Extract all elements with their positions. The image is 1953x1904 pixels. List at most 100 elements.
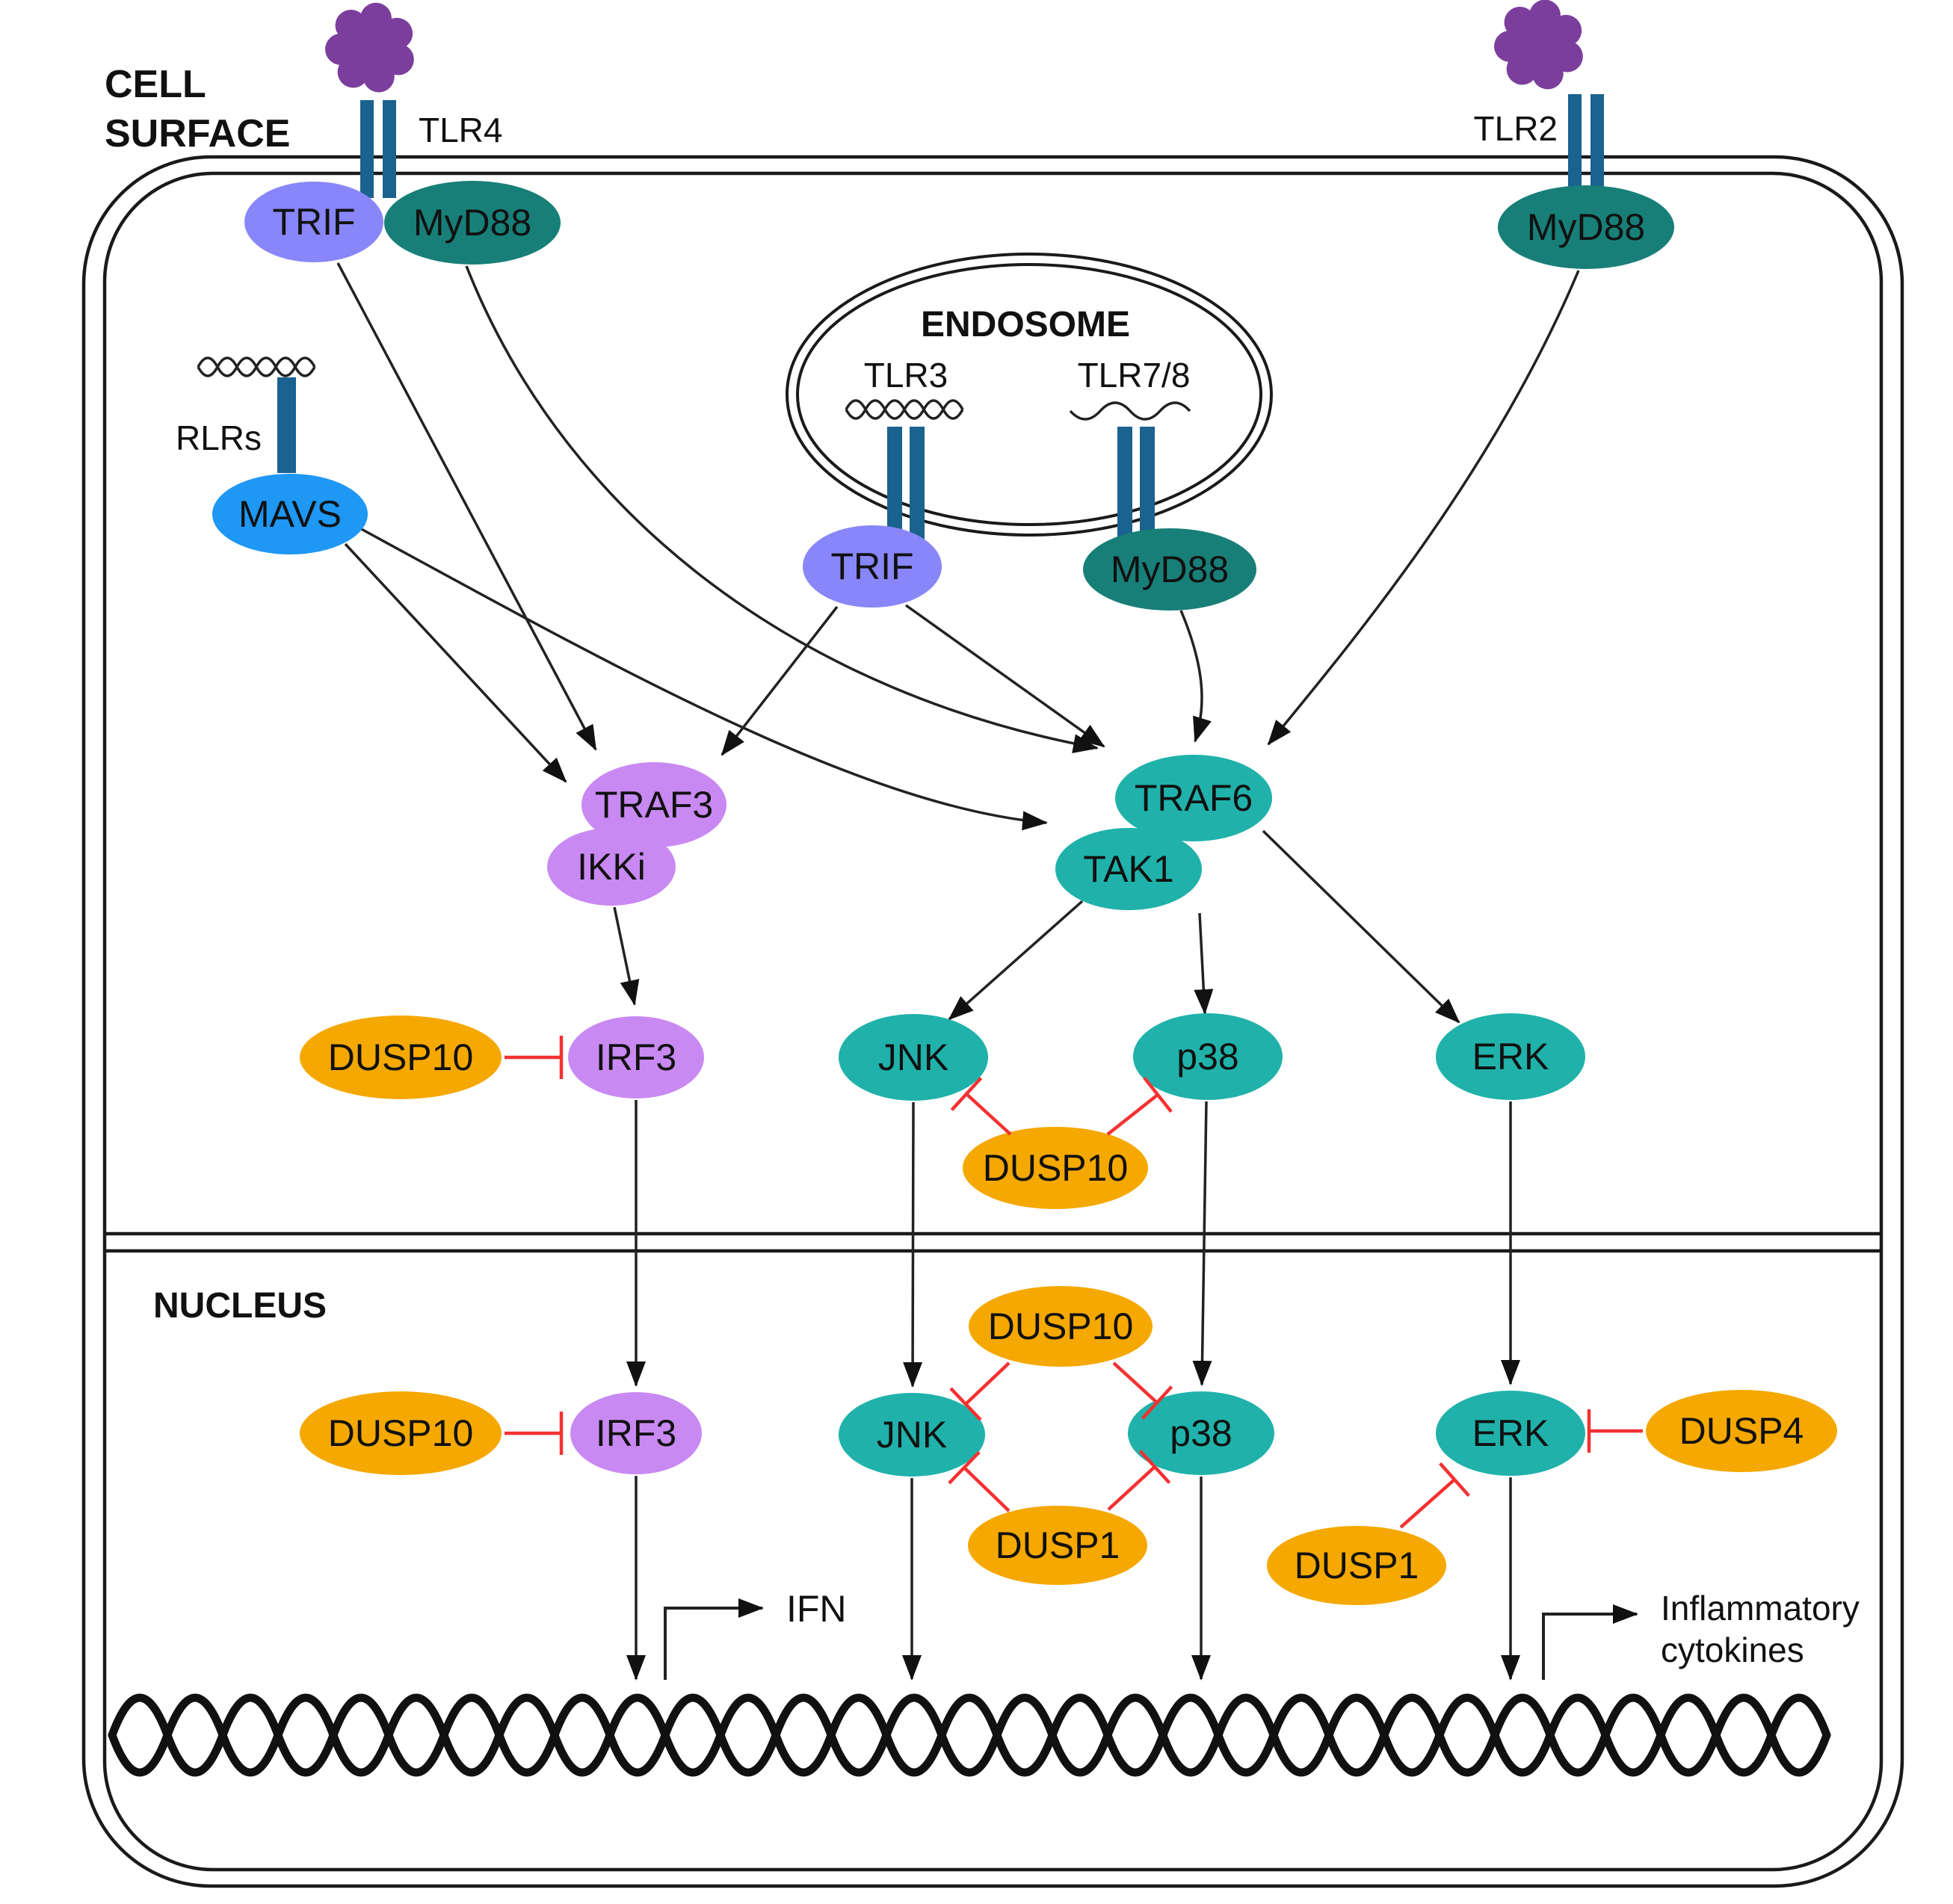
receptor-tlr4: TLR4	[325, 2, 502, 198]
arrow-trif-endosome-to-traf6	[904, 604, 1105, 748]
node-shape-traf6	[1115, 755, 1272, 841]
dusp1-inhibit-jnk-nuc	[948, 1450, 1011, 1512]
node-label-myd88-surface: MyD88	[413, 202, 531, 244]
node-label-tak1: TAK1	[1083, 848, 1173, 890]
node-shape-dusp10-nuc-left	[300, 1391, 502, 1475]
output-label-inflammatory-cytokines-output-line2: cytokines	[1661, 1631, 1804, 1669]
node-label-trif-endosome: TRIF	[830, 545, 913, 587]
dna-helix-strand-1	[108, 1693, 1831, 1777]
dsrna-coil-icon	[845, 399, 964, 420]
endosome-membrane-inner	[796, 263, 1262, 526]
node-erk-nuc: ERK	[1436, 1391, 1585, 1476]
dsrna-coil-icon	[197, 356, 316, 377]
arrow-mavs-to-traf3	[344, 543, 567, 783]
receptor-bar-tlr4-2	[383, 100, 396, 198]
node-dusp1-nuc-mid: DUSP1	[968, 1506, 1147, 1585]
node-label-myd88-endosome: MyD88	[1111, 548, 1229, 590]
node-dusp1-right: DUSP1	[1267, 1526, 1446, 1605]
inhibit-cap-icon	[948, 1450, 981, 1485]
node-label-myd88-tlr2: MyD88	[1527, 206, 1645, 248]
node-label-dusp10-nuc-top: DUSP10	[988, 1305, 1134, 1347]
transcription-arrow-icon	[664, 1598, 764, 1680]
node-mavs: MAVS	[212, 474, 368, 554]
dusp10-inhibit-irf3-nuc	[505, 1412, 564, 1455]
inhibit-cap-icon	[1141, 1385, 1173, 1420]
ssrna-wave-icon	[1069, 401, 1191, 421]
dna-helix-strand-2	[108, 1693, 1831, 1777]
node-shape-myd88-surface	[384, 181, 561, 265]
node-label-jnk-nuc: JNK	[877, 1414, 947, 1456]
node-jnk-cyto: JNK	[839, 1014, 988, 1101]
receptor-bar-tlr7-8-2	[1140, 427, 1155, 557]
node-label-traf3: TRAF3	[595, 784, 713, 826]
arrow-trif-surface-to-traf3	[336, 262, 597, 751]
node-label-dusp10-cyto-left: DUSP10	[328, 1036, 474, 1078]
receptor-rlrs: RLRs	[176, 356, 316, 473]
node-label-erk-nuc: ERK	[1472, 1412, 1549, 1454]
receptor-bar-tlr4-1	[360, 100, 374, 198]
node-shape-ikki	[547, 828, 676, 906]
receptor-label-tlr4: TLR4	[419, 111, 502, 149]
dusp10-inhibit-jnk-cyto	[950, 1077, 1012, 1136]
node-label-ikki: IKKi	[577, 846, 646, 888]
receptor-tlr2: TLR2	[1474, 0, 1604, 226]
arrow-p38-cyto-to-nuc	[1192, 1101, 1212, 1386]
arrow-ikki-to-irf3	[613, 906, 640, 1006]
inhibit-cap-icon	[1439, 1462, 1470, 1497]
dusp1-inhibit-erk-nuc	[1399, 1462, 1470, 1529]
node-label-erk-cyto: ERK	[1472, 1036, 1549, 1078]
dusp10-inhibit-p38-nuc	[1112, 1361, 1173, 1420]
transcription-arrow-icon	[1542, 1604, 1638, 1680]
ifn-output: IFN	[664, 1588, 847, 1680]
endosome-membrane-outer	[786, 253, 1273, 537]
node-trif-endosome: TRIF	[803, 525, 942, 608]
node-irf3-nuc: IRF3	[570, 1392, 702, 1474]
node-dusp10-cyto-left: DUSP10	[300, 1016, 502, 1099]
node-traf3: TRAF3	[581, 762, 726, 847]
node-label-dusp1-nuc-mid: DUSP1	[996, 1524, 1120, 1566]
receptor-bar-tlr3-1	[887, 427, 902, 557]
inhibit-cap-icon	[949, 1387, 982, 1421]
node-shape-jnk-nuc	[839, 1393, 985, 1477]
node-trif-surface: TRIF	[244, 182, 383, 262]
node-shape-tak1	[1055, 828, 1202, 910]
receptor-bar-tlr3-2	[910, 427, 925, 557]
cell-membrane-outer	[81, 155, 1904, 1888]
node-shape-dusp1-nuc-mid	[968, 1506, 1147, 1585]
node-erk-cyto: ERK	[1436, 1013, 1585, 1100]
dusp4-inhibit-erk-nuc	[1587, 1409, 1643, 1453]
node-label-irf3-cyto: IRF3	[596, 1036, 676, 1078]
dusp10-inhibit-jnk-nuc	[949, 1361, 1011, 1421]
receptor-bar-rlrs-1	[277, 377, 296, 473]
arrow-tak1-to-jnk	[948, 900, 1084, 1021]
ligand-blob-icon	[1494, 0, 1583, 90]
receptor-label-tlr7-8: TLR7/8	[1078, 356, 1191, 395]
node-shape-jnk-cyto	[839, 1014, 988, 1101]
arrow-mavs-to-tak1	[357, 525, 1048, 831]
node-myd88-surface: MyD88	[384, 181, 561, 265]
node-traf6: TRAF6	[1115, 755, 1272, 841]
node-label-dusp10-cyto-mid: DUSP10	[983, 1147, 1129, 1189]
node-myd88-tlr2: MyD88	[1498, 185, 1674, 269]
node-label-traf6: TRAF6	[1135, 777, 1253, 819]
node-shape-dusp1-right	[1267, 1526, 1446, 1605]
node-dusp10-nuc-top: DUSP10	[969, 1286, 1153, 1367]
dusp1-inhibit-p38-nuc	[1107, 1450, 1171, 1511]
arrow-trif-endosome-to-traf3	[721, 605, 839, 756]
output-label-inflammatory-cytokines-output-line1: Inflammatory	[1661, 1589, 1860, 1628]
node-ikki: IKKi	[547, 828, 676, 906]
cell-membrane-inner	[102, 171, 1883, 1872]
ligand-blob-icon	[325, 2, 414, 93]
receptor-bar-tlr7-8-1	[1117, 427, 1132, 557]
endosome-label: ENDOSOME	[921, 305, 1130, 344]
node-shape-erk-cyto	[1436, 1013, 1585, 1100]
node-shape-trif-surface	[244, 182, 383, 262]
dusp10-inhibit-irf3-cyto	[505, 1036, 564, 1079]
node-p38-nuc: p38	[1128, 1391, 1274, 1475]
node-label-p38-cyto: p38	[1176, 1036, 1238, 1078]
inhibit-cap-icon	[1143, 1076, 1173, 1113]
arrow-tak1-to-p38	[1194, 912, 1214, 1015]
node-label-jnk-cyto: JNK	[878, 1036, 948, 1078]
